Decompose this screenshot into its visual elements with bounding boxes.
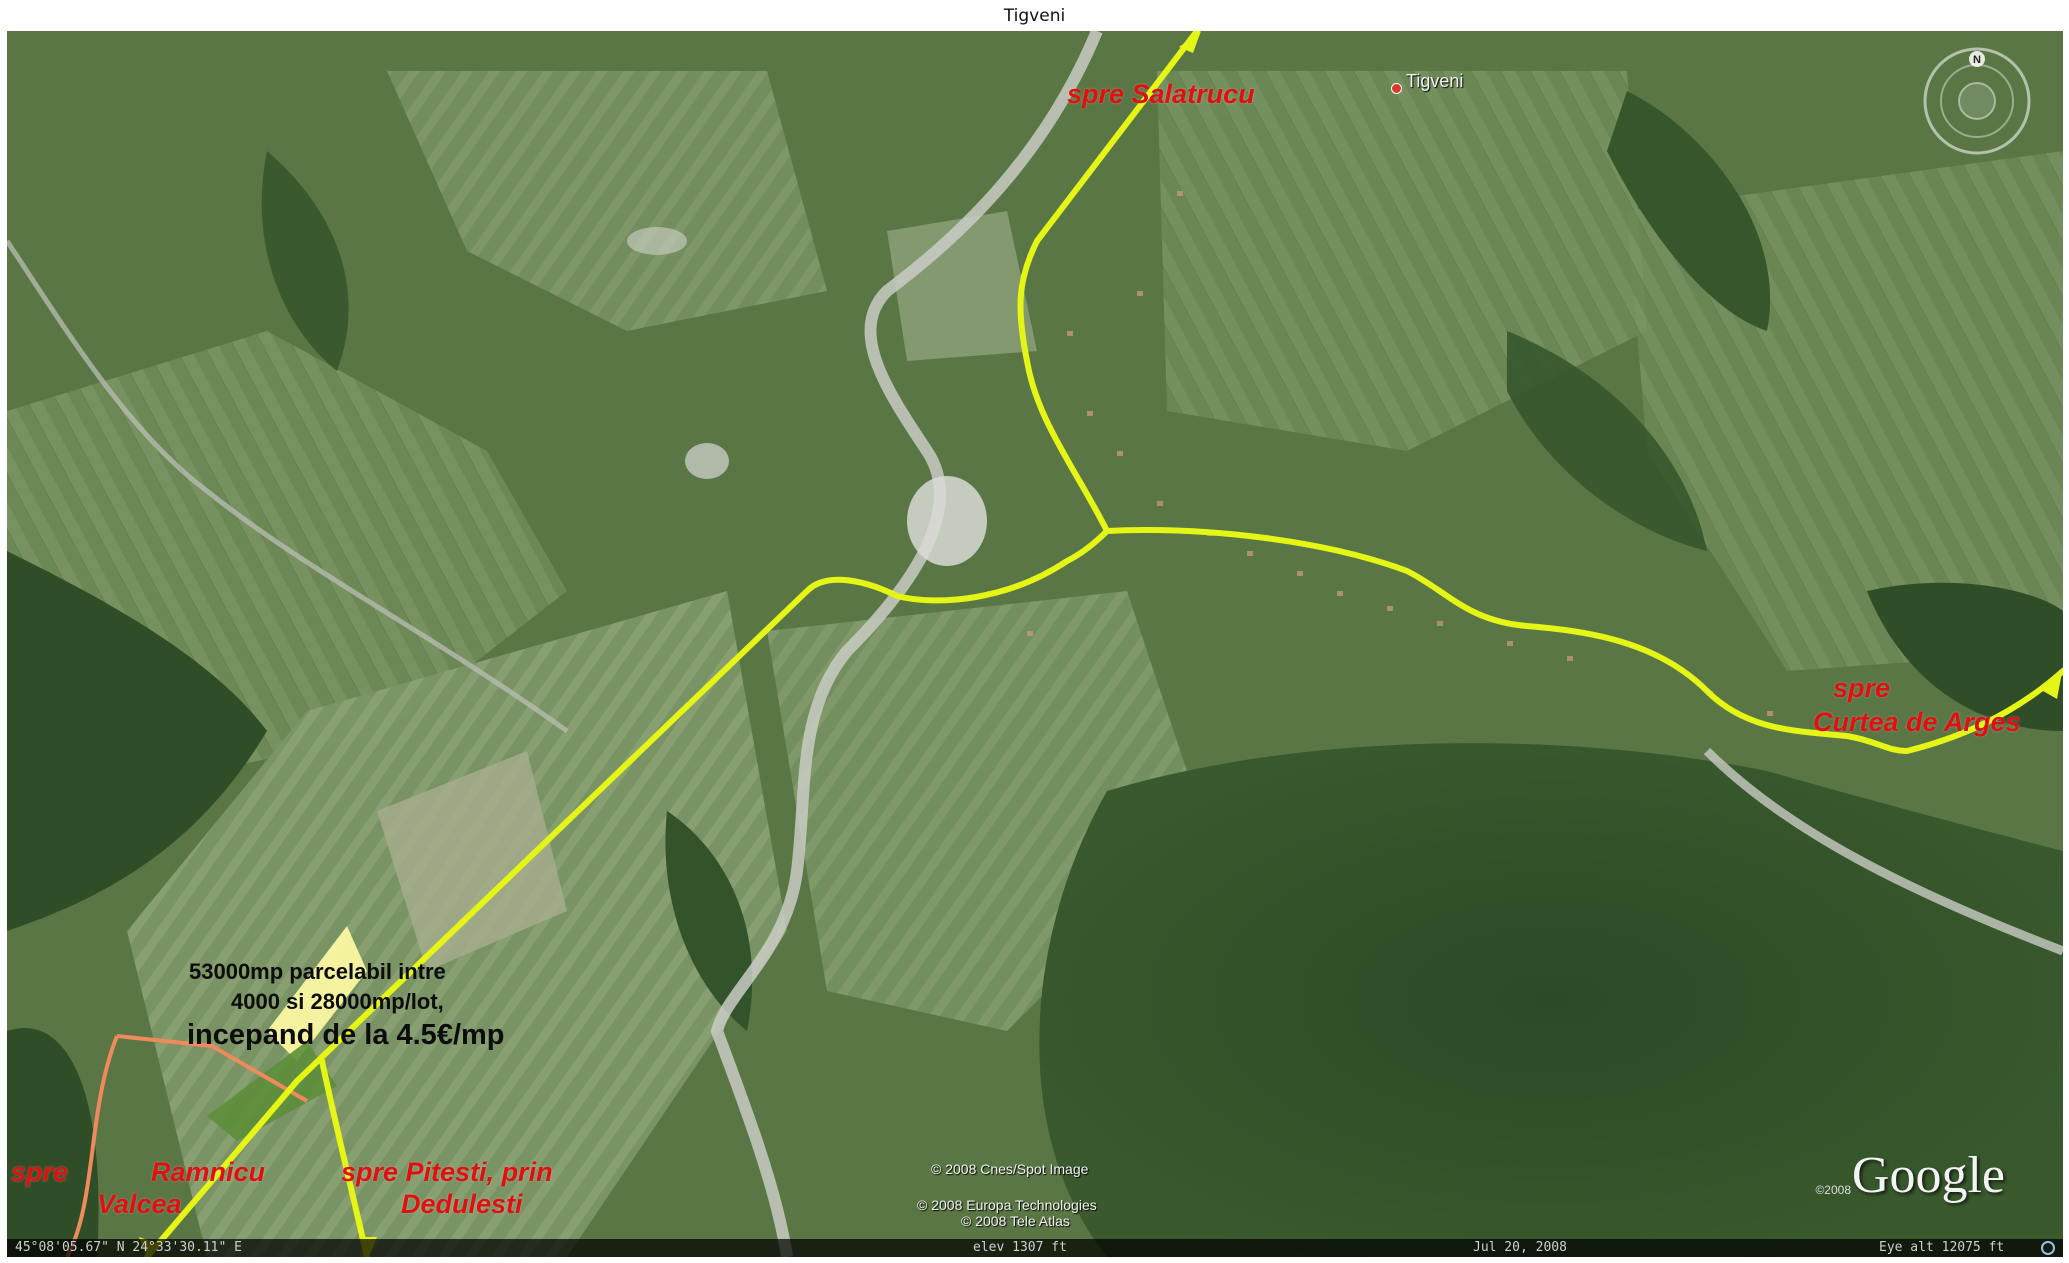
logo-year: ©2008 [1815,1183,1851,1197]
zoom-navigation-icon[interactable] [2039,1239,2057,1257]
status-bar: 45°08'05.67" N 24°33'30.11" E elev 1307 … [7,1239,2063,1257]
place-marker-icon[interactable] [1391,83,1402,94]
direction-label-southwest-2: Valcea [97,1189,182,1219]
credit-europa: © 2008 Europa Technologies [917,1197,1097,1213]
satellite-map[interactable]: Tigveni spre Salatrucu spre Curtea de Ar… [7,31,2063,1257]
eye-altitude-readout: Eye alt 12075 ft [1879,1240,2005,1255]
direction-label-east-2: Curtea de Arges [1813,707,2021,737]
window-title: Tigveni [1003,6,1066,26]
direction-label-southwest-1: Ramnicu [151,1157,266,1187]
terrain-imagery [7,31,2063,1257]
elevation-readout: elev 1307 ft [973,1240,1067,1255]
direction-label-north: spre Salatrucu [1067,79,1255,109]
compass-north-label: N [1973,54,1981,66]
advert-line-1: 53000mp parcelabil intre [189,959,446,984]
direction-label-south-2: Dedulesti [401,1189,523,1219]
coordinates-readout: 45°08'05.67" N 24°33'30.11" E [15,1240,242,1255]
imagery-date: Jul 20, 2008 [1473,1240,1567,1255]
place-label-tigveni[interactable]: Tigveni [1406,71,1464,91]
advert-line-3: incepand de la 4.5€/mp [187,1019,505,1051]
advert-line-2: 4000 si 28000mp/lot, [231,989,444,1014]
compass-rose-icon[interactable]: N [1921,45,2033,157]
credit-tele-atlas: © 2008 Tele Atlas [961,1213,1070,1229]
direction-label-southwest-spre: spre [11,1157,69,1187]
google-logo: Google [1851,1147,2005,1204]
direction-label-south-1: spre Pitesti, prin [341,1157,553,1187]
credit-cnes: © 2008 Cnes/Spot Image [931,1161,1089,1177]
direction-label-east-1: spre [1833,673,1891,703]
